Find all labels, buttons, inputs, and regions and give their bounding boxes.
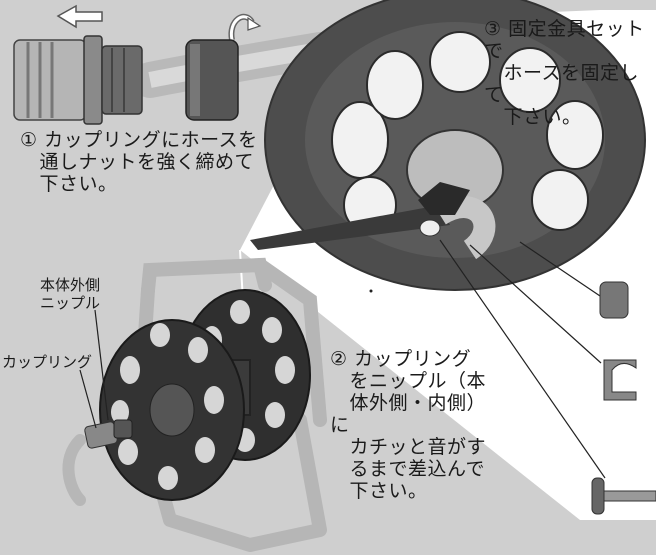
hose-reel [62, 257, 373, 552]
nut-part [185, 39, 239, 121]
step-2-instruction: ② カップリング をニップル（本 体外側・内側）に カチッと音がす るまで差込ん… [330, 348, 487, 502]
arrow-left-icon [56, 4, 103, 29]
rotate-arrow-icon [228, 13, 262, 41]
step-3-instruction: ③ 固定金具セットで ホースを固定して 下さい。 [484, 18, 645, 128]
fixing-bolt-part [591, 477, 656, 515]
outer-nipple-label: 本体外側 ニップル [40, 276, 101, 312]
coupling-part [13, 35, 143, 125]
fixing-cap-part [599, 281, 629, 319]
fixing-bracket-part [603, 359, 637, 401]
step-1-instruction: ① カップリングにホースを 通しナットを強く締めて 下さい。 [20, 129, 258, 195]
coupling-label: カップリング [2, 353, 93, 371]
zoom-panel [239, 0, 656, 520]
